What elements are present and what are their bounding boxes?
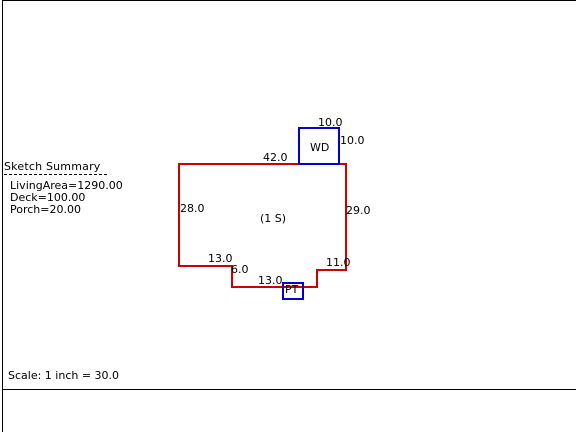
summary-item-value: 20.00 [49,203,82,216]
dimension-bottom-center: 13.0 [258,274,283,287]
summary-item-label: Deck [10,191,38,204]
dimension-top: 42.0 [263,151,288,164]
dimension-left: 28.0 [180,202,205,215]
summary-item-value: 1290.00 [77,179,123,192]
porch-outline [282,282,304,300]
sketch-summary-divider [4,174,107,175]
summary-item-value: 100.00 [46,191,86,204]
living-area-outline [178,163,347,288]
dimension-bottom-left: 13.0 [208,252,233,265]
dimension-right: 29.0 [346,204,371,217]
frame-left-border [2,0,3,432]
summary-item-label: LivingArea [10,179,69,192]
sketch-summary-list: LivingArea=1290.00 Deck=100.00 Porch=20.… [4,180,123,216]
summary-item-label: Porch [10,203,41,216]
porch-label: PT [285,283,299,296]
wood-deck-dimension-right: 10.0 [340,134,365,147]
summary-item-deck: Deck=100.00 [10,191,86,204]
sketch-summary-title: Sketch Summary [4,160,101,173]
wood-deck-dimension-top: 10.0 [318,116,343,129]
sketch-summary-panel: Sketch Summary LivingArea=1290.00 Deck=1… [4,161,123,216]
frame-bottom-divider [2,389,576,390]
dimension-notch: 6.0 [231,263,249,276]
wood-deck-outline [298,127,340,165]
summary-item-porch: Porch=20.00 [10,203,82,216]
frame-top-border [2,0,576,1]
summary-item-living-area: LivingArea=1290.00 [10,179,123,192]
wood-deck-label: WD [310,141,329,154]
living-area-label: (1 S) [260,212,286,225]
scale-label: Scale: 1 inch = 30.0 [8,369,120,382]
dimension-bottom-right: 11.0 [326,256,351,269]
